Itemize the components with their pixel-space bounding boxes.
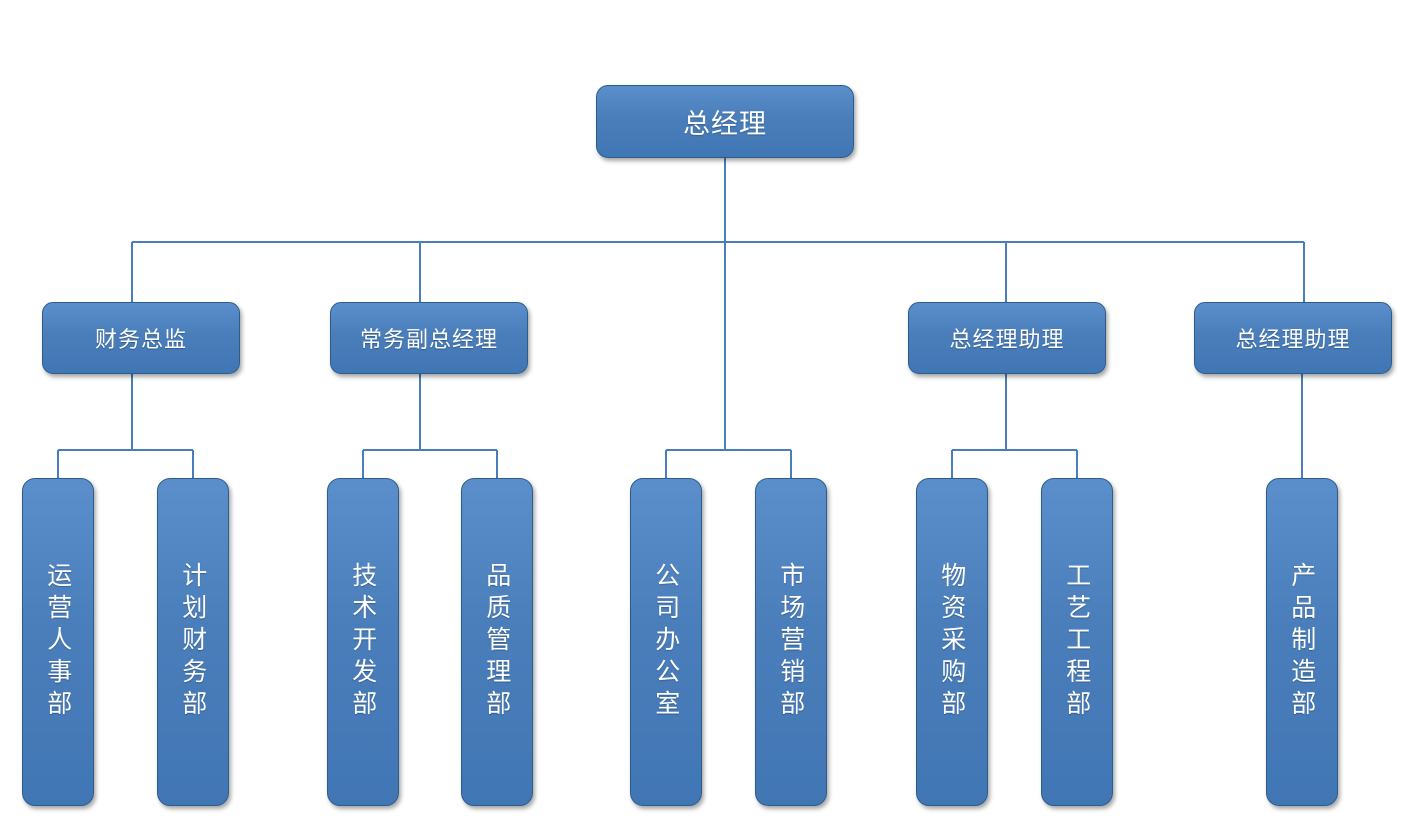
org-node-ops-hr[interactable]: 运营人事部 <box>22 478 94 806</box>
node-label: 工艺工程部 <box>1062 562 1092 722</box>
org-node-quality[interactable]: 品质管理部 <box>461 478 533 806</box>
node-label: 总经理助理 <box>1235 328 1351 353</box>
org-node-cfo[interactable]: 财务总监 <box>42 302 240 374</box>
org-node-engineering[interactable]: 工艺工程部 <box>1041 478 1113 806</box>
node-label: 品质管理部 <box>482 562 512 722</box>
org-node-purchasing[interactable]: 物资采购部 <box>916 478 988 806</box>
node-label: 总经理 <box>683 109 767 140</box>
node-label: 运营人事部 <box>43 562 73 722</box>
node-label: 总经理助理 <box>949 328 1065 353</box>
node-label: 财务总监 <box>94 328 187 353</box>
node-label: 物资采购部 <box>937 562 967 722</box>
org-node-plan-fin[interactable]: 计划财务部 <box>157 478 229 806</box>
node-label: 市场营销部 <box>776 562 806 722</box>
org-node-office[interactable]: 公司办公室 <box>630 478 702 806</box>
org-node-asst1[interactable]: 总经理助理 <box>908 302 1106 374</box>
org-node-evp[interactable]: 常务副总经理 <box>330 302 528 374</box>
node-label: 技术开发部 <box>348 562 378 722</box>
org-node-root[interactable]: 总经理 <box>596 85 854 158</box>
org-node-manufacture[interactable]: 产品制造部 <box>1266 478 1338 806</box>
node-label: 公司办公室 <box>651 562 681 722</box>
org-node-asst2[interactable]: 总经理助理 <box>1194 302 1392 374</box>
node-label: 计划财务部 <box>178 562 208 722</box>
node-label: 常务副总经理 <box>359 328 498 353</box>
org-node-marketing[interactable]: 市场营销部 <box>755 478 827 806</box>
org-node-tech-dev[interactable]: 技术开发部 <box>327 478 399 806</box>
node-label: 产品制造部 <box>1287 562 1317 722</box>
